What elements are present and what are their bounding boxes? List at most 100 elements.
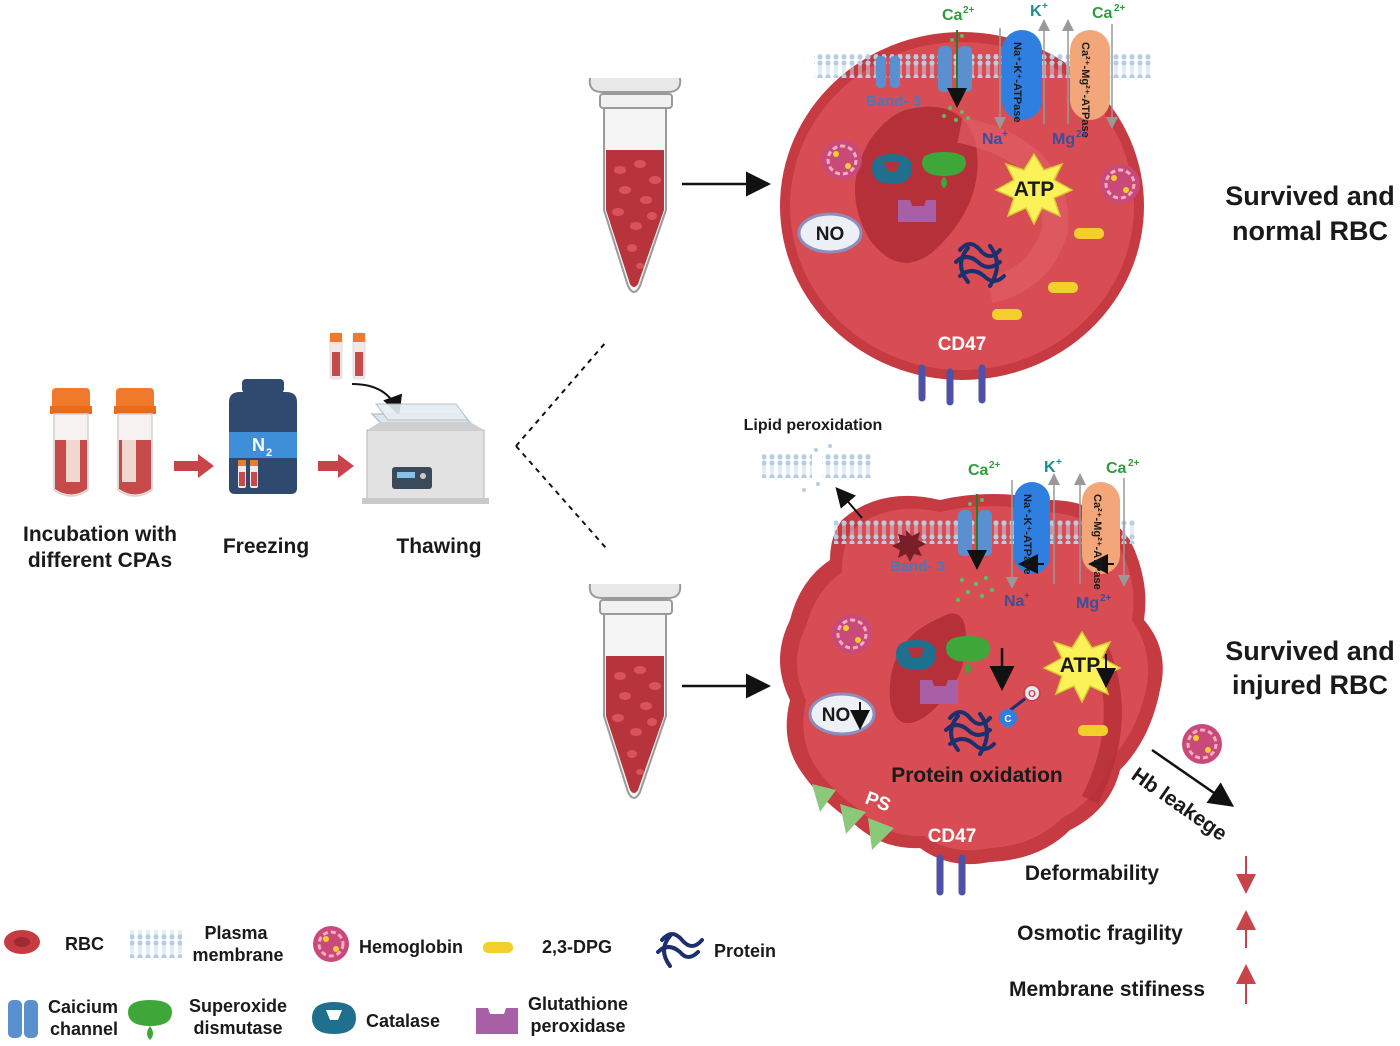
legend-sod-icon <box>128 1000 172 1040</box>
svg-text:+: + <box>1002 129 1008 140</box>
legend-catalase-icon <box>312 1002 356 1034</box>
n2-subscript: 2 <box>266 447 272 459</box>
legend-protein-icon <box>656 932 704 968</box>
legend-rbc-icon <box>4 930 40 954</box>
split-line-bottom <box>515 445 607 549</box>
lipid-arrow <box>835 486 863 519</box>
lipid-peroxidation-label: Lipid peroxidation <box>744 417 883 434</box>
ca-out-label-injured: Ca <box>1106 460 1127 477</box>
ca-mg-atpase-label: Ca²⁺-Mg²⁺-ATPase <box>1079 42 1091 138</box>
band3-label-injured: Band- 3 <box>890 558 945 575</box>
no-bubble-icon <box>797 212 863 254</box>
protein-icon <box>954 242 1006 288</box>
svg-text:2+: 2+ <box>1076 129 1088 140</box>
step-arrow <box>174 454 214 478</box>
ca-mg-atpase-label-injured: Ca²⁺-Mg²⁺-ATPase <box>1091 494 1103 590</box>
no-label: NO <box>816 224 845 245</box>
ca-in-label: Ca <box>942 7 963 24</box>
legend-gpx-label-line1: Glutathione <box>528 994 628 1014</box>
glutathione-peroxidase-icon <box>920 680 958 704</box>
legend-sod-label-line2: dismutase <box>193 1018 282 1038</box>
carbon-label: C <box>1004 714 1011 725</box>
mg-label: Mg <box>1052 131 1075 148</box>
svg-text:+: + <box>1042 1 1048 12</box>
legend-hemoglobin-icon <box>313 926 349 962</box>
legend-dpg-icon <box>483 942 513 953</box>
legend-dpg-label: 2,3-DPG <box>542 937 612 957</box>
calcium-channel-icon <box>955 494 995 603</box>
membrane-stiffness-label: Membrane stifiness <box>1009 978 1205 1001</box>
no-label-injured: NO <box>822 705 851 726</box>
calcium-channel-icon <box>938 30 972 122</box>
injured-rbc-title-line2: injured RBC <box>1232 670 1388 700</box>
ps-exposure-icon <box>812 784 894 850</box>
split-line-top <box>515 341 607 447</box>
superoxide-dismutase-icon <box>922 152 966 188</box>
hb-leakage-label: Hb leakege <box>1127 763 1231 845</box>
hb-leak-arrow <box>1151 748 1235 807</box>
water-bath-icon <box>362 403 489 504</box>
mg-label-injured: Mg <box>1076 595 1099 612</box>
legend-calcium-label-line2: channel <box>50 1019 118 1039</box>
na-k-atpase-icon <box>994 19 1050 129</box>
hemoglobin-icon <box>832 614 872 654</box>
incubation-label-line1: Incubation with <box>23 523 177 546</box>
na-k-atpase-icon <box>1006 473 1060 589</box>
damaged-band3-icon <box>892 530 926 562</box>
na-k-atpase-label: Na⁺-K⁺-ATPase <box>1011 42 1023 122</box>
osmotic-fragility-label: Osmotic fragility <box>1017 922 1183 945</box>
ca-in-label-injured: Ca <box>968 462 989 479</box>
hemoglobin-icon <box>822 140 862 180</box>
legend-hemoglobin-label: Hemoglobin <box>359 937 463 957</box>
blood-tubes-icon <box>50 388 156 497</box>
na-label-injured: Na <box>1004 593 1025 610</box>
lipid-peroxidation-icon <box>762 444 872 492</box>
deformability-label: Deformability <box>1025 862 1160 885</box>
dpg-icon <box>992 309 1022 320</box>
n2-label: N <box>252 435 265 455</box>
small-tubes-icon <box>329 332 366 380</box>
sample-tube-top-icon <box>588 77 682 293</box>
ca-out-label: Ca <box>1092 5 1113 22</box>
cd47-label-injured: CD47 <box>928 826 977 847</box>
dpg-icon <box>1078 725 1108 736</box>
protein-icon <box>944 710 996 756</box>
legend-sod-label-line1: Superoxide <box>189 996 287 1016</box>
thawing-label: Thawing <box>396 535 481 558</box>
liquid-nitrogen-tank-icon <box>229 379 297 494</box>
atp-label-injured: ATP <box>1060 654 1100 677</box>
cd47-label: CD47 <box>938 334 987 355</box>
oxygen-label: O <box>1028 689 1036 700</box>
freezing-label: Freezing <box>223 535 309 558</box>
step-arrow <box>318 454 354 478</box>
ca-charge: 2+ <box>963 5 975 16</box>
dpg-icon <box>1074 228 1104 239</box>
na-k-atpase-label-injured: Na⁺-K⁺-ATPase <box>1021 494 1033 574</box>
legend-calcium-channel-icon <box>8 1000 38 1038</box>
leaked-hemoglobin-icon <box>1182 724 1222 764</box>
hemoglobin-icon <box>1100 164 1140 204</box>
sample-tube-bottom-icon <box>588 583 682 799</box>
ca-mg-atpase-icon <box>1074 473 1130 587</box>
k-label-injured: K <box>1044 459 1056 476</box>
legend-gpx-label-line2: peroxidase <box>530 1016 625 1036</box>
injured-rbc-title-line1: Survived and <box>1225 636 1395 666</box>
incubation-label-line2: different CPAs <box>28 549 172 572</box>
legend-calcium-label-line1: Caicium <box>48 997 118 1017</box>
catalase-icon <box>872 154 912 184</box>
carbonyl-carbon-icon <box>999 709 1017 727</box>
na-label: Na <box>982 131 1003 148</box>
protein-oxidation-label: Protein oxidation <box>891 764 1063 787</box>
band3-label: Band- 3 <box>866 93 921 110</box>
legend-protein-label: Protein <box>714 941 776 961</box>
svg-text:2+: 2+ <box>1100 593 1112 604</box>
carbonyl-oxygen-icon <box>1023 684 1041 702</box>
catalase-icon <box>896 640 936 670</box>
legend-catalase-label: Catalase <box>366 1011 440 1031</box>
band3-icon <box>876 56 900 88</box>
svg-text:2+: 2+ <box>1128 458 1140 469</box>
normal-rbc-title-line1: Survived and <box>1225 181 1395 211</box>
atp-star-icon <box>994 152 1074 226</box>
